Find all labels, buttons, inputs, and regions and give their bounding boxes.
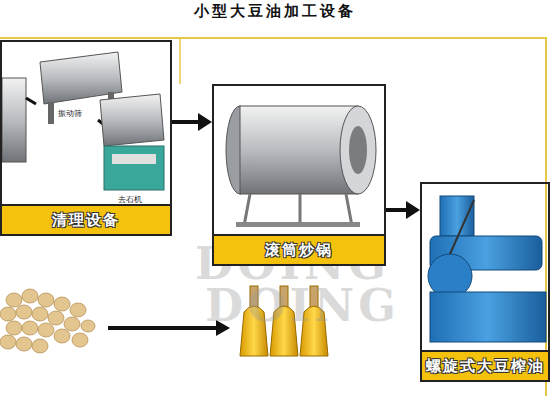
machine-name: 螺旋式大豆榨油	[426, 357, 545, 376]
machine-name: 滚筒炒锅	[265, 241, 333, 260]
name-band: 清理设备	[2, 204, 170, 234]
part-name: 振动筛	[58, 108, 82, 119]
arrow-head	[198, 113, 212, 131]
name-band: 螺旋式大豆榨油	[422, 350, 548, 380]
machine-name: 清理设备	[52, 211, 120, 230]
arrow-line	[386, 208, 408, 212]
flow-arrow	[172, 113, 212, 131]
arrow-line	[172, 120, 200, 124]
machine-panel: 滚筒炒锅	[212, 84, 386, 266]
name-band: 滚筒炒锅	[214, 234, 384, 264]
diagram-title: 小型大豆油加工设备	[0, 2, 550, 21]
arrow-head	[406, 201, 420, 219]
machine-panel: 螺旋式大豆榨油	[420, 182, 550, 382]
watermark: DOING	[205, 280, 400, 331]
machine-panel: 清理设备	[0, 40, 172, 236]
flow-arrow	[386, 201, 420, 219]
